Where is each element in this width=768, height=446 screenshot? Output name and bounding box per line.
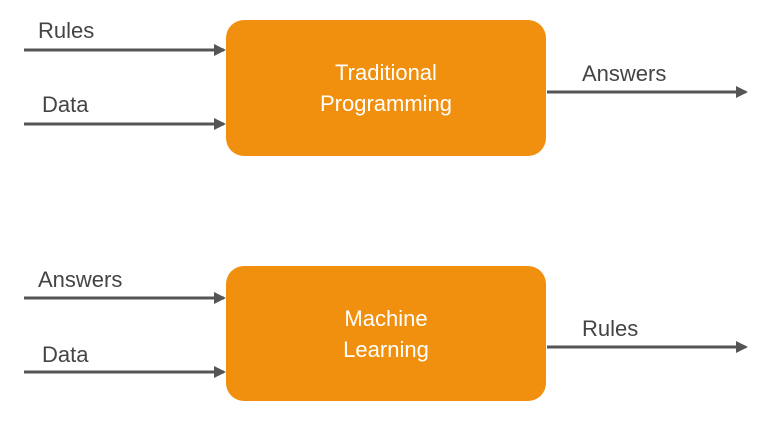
- top-output-label: Answers: [582, 61, 667, 86]
- top-input-label-1: Rules: [38, 18, 95, 43]
- top-box-line-2: Programming: [319, 91, 453, 116]
- bottom-box-line-2: Learning: [343, 336, 429, 362]
- traditional-programming-box: Traditional Programming: [226, 20, 546, 156]
- bottom-output-label: Rules: [582, 316, 639, 341]
- machine-learning-box: Machine Learning: [226, 266, 546, 401]
- top-box-line-1: Traditional: [335, 60, 437, 85]
- bottom-input-label-1: Answers: [38, 267, 123, 292]
- top-input-label-2: Data: [42, 92, 89, 117]
- bottom-input-label-2: Data: [42, 342, 89, 367]
- bottom-box-line-1: Machine: [344, 305, 428, 331]
